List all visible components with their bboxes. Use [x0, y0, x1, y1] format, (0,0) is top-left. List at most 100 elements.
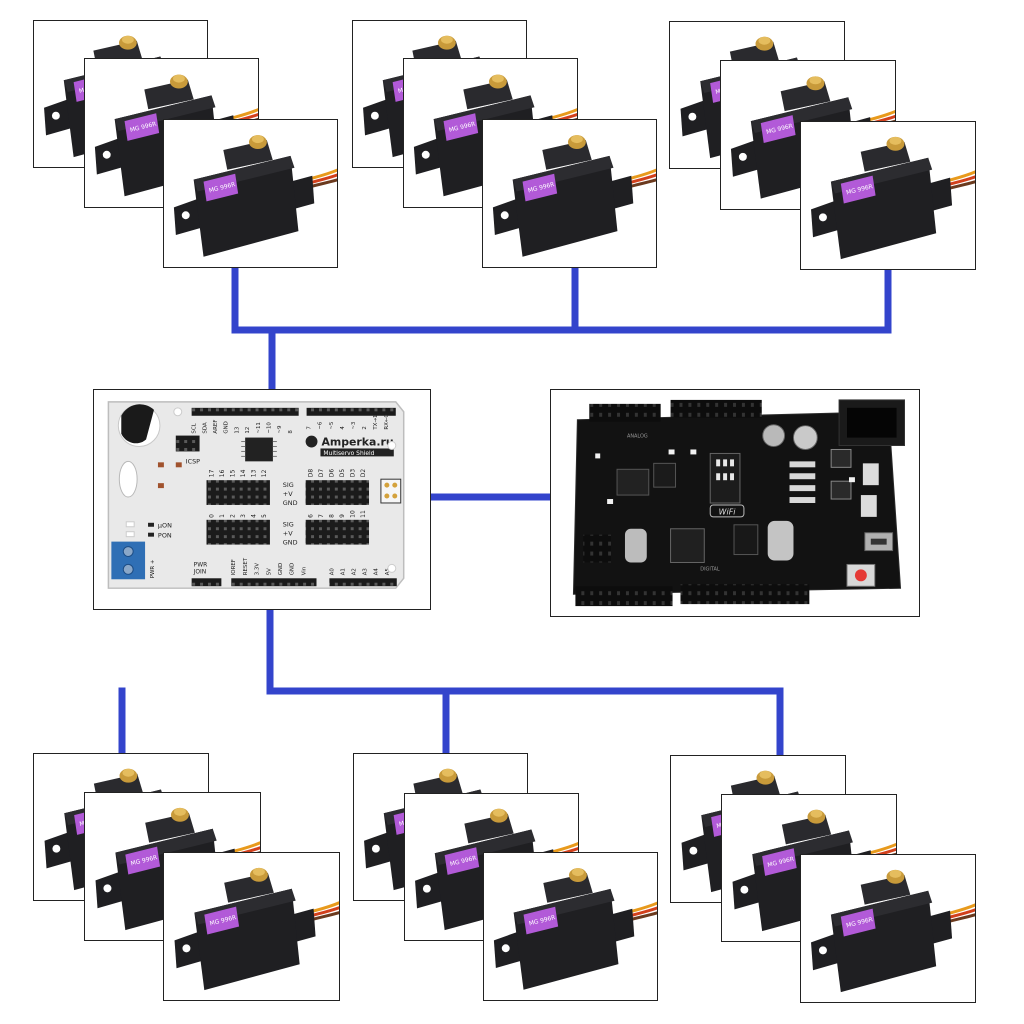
- pin-label: RESET: [243, 557, 249, 575]
- crystal: [624, 528, 647, 563]
- servo-motor-icon: MG 996R: [811, 136, 975, 260]
- pin-label: D5: [339, 469, 346, 478]
- brand-label: Amperka.ru: [321, 435, 393, 448]
- header-top-left: [191, 407, 299, 416]
- pin-label: D7: [318, 469, 325, 478]
- wire: [266, 607, 784, 761]
- pin-label: GND: [278, 563, 284, 575]
- pin-label: ~10: [267, 422, 273, 434]
- shield-chip: [245, 437, 273, 462]
- pin-label: D3: [350, 469, 357, 478]
- capacitor-icon: [792, 425, 818, 450]
- servo-card: MG 996R: [800, 854, 976, 1003]
- sig-label: +V: [283, 530, 293, 538]
- servo-pins-bottom-left: [206, 519, 270, 545]
- pin-label: GND: [290, 563, 296, 575]
- pin-label: 0: [208, 514, 215, 518]
- pin-label: 17: [208, 469, 215, 477]
- servo-card: MG 996R: [483, 852, 658, 1001]
- pin-label: 7: [318, 514, 325, 518]
- mcu-header-top-left: [589, 403, 661, 422]
- pin-label: 10: [350, 510, 357, 518]
- pin-label: TX→1: [373, 415, 379, 431]
- servo-motor-icon: MG 996R: [493, 868, 657, 990]
- pwr-join-jumper: [191, 578, 222, 587]
- capacitor-icon: [762, 424, 786, 447]
- servo-motor-icon: MG 996R: [811, 869, 975, 993]
- analog-header: [329, 578, 397, 587]
- pin-label: 13: [250, 469, 257, 477]
- pin-label: D8: [308, 469, 315, 478]
- pin-label: A0: [329, 568, 335, 576]
- pin-label: 4: [250, 514, 257, 518]
- pin-label: 4: [340, 426, 346, 430]
- pin-label: 5: [261, 514, 268, 518]
- servo-card: MG 996R: [482, 119, 657, 268]
- mcu-header-bottom-left: [575, 586, 673, 607]
- icsp-header: [175, 435, 200, 452]
- pin-label: 1: [219, 514, 226, 518]
- servo-card: MG 996R: [163, 852, 340, 1001]
- sig-label: +V: [283, 490, 293, 498]
- servo-card: MG 996R: [163, 119, 338, 268]
- pin-label: 14: [240, 469, 247, 477]
- pwr-join-label-1: PWR: [194, 561, 208, 568]
- header-top-right: [306, 407, 396, 416]
- pin-label: A5: [385, 568, 391, 575]
- pin-label: A1: [340, 568, 346, 575]
- pin-label: 3: [240, 514, 247, 518]
- pin-label: RX←0: [384, 414, 390, 430]
- pin-label: A2: [352, 568, 358, 575]
- mcu-header-bottom-right: [680, 584, 810, 605]
- pin-label: 12: [245, 427, 251, 434]
- pin-label: SDA: [202, 422, 208, 434]
- pin-label: ~11: [256, 422, 262, 433]
- pin-label: 8: [288, 430, 294, 434]
- sig-label: GND: [283, 539, 298, 547]
- pin-label: SCL: [192, 423, 198, 433]
- pin-label: GND: [224, 421, 230, 433]
- pin-label: 6: [308, 514, 315, 518]
- pwr-join-label-2: JOIN: [193, 568, 207, 575]
- mcu-header-top-right: [670, 399, 762, 418]
- pin-label: 9: [339, 514, 346, 518]
- servo-card: MG 996R: [800, 121, 976, 270]
- servo-motor-icon: MG 996R: [492, 135, 656, 257]
- servo-motor-icon: MG 996R: [174, 867, 339, 991]
- pin-label: 16: [219, 469, 226, 477]
- sig-label: SIG: [283, 521, 294, 529]
- wifi-arduino-board-photo: WiFi ANALOG DIGITAL: [550, 389, 920, 617]
- pin-label: IOREF: [231, 559, 237, 575]
- servo-pins-top-left: [206, 480, 270, 505]
- sig-label: SIG: [283, 481, 294, 489]
- crystal: [767, 520, 794, 561]
- wire: [231, 263, 892, 334]
- pin-label: 3.3V: [255, 563, 261, 576]
- coin-cell-icon: [121, 404, 154, 444]
- pin-label: Vin: [301, 567, 307, 576]
- pwr-label: PWR +: [150, 560, 156, 579]
- sig-label: GND: [283, 499, 298, 507]
- product-label: Multiservo Shield: [323, 450, 374, 457]
- mounting-slot: [118, 460, 138, 498]
- servo-pins-top-right: [305, 480, 370, 505]
- mcu-icsp-header: [583, 534, 612, 563]
- pin-label: ~5: [329, 422, 335, 430]
- pin-label: 15: [229, 469, 236, 477]
- amperka-logo-icon: [305, 435, 318, 448]
- pin-label: 11: [360, 510, 367, 518]
- pin-label: 8: [329, 514, 336, 518]
- pin-label: 13: [234, 426, 240, 433]
- wifi-label: WiFi: [719, 507, 737, 516]
- atmega-chip: [670, 528, 705, 563]
- pin-label: D2: [360, 469, 367, 478]
- servo-motor-icon: MG 996R: [173, 135, 337, 257]
- ch340-chip: [616, 468, 650, 496]
- digital-label: DIGITAL: [700, 566, 720, 572]
- servo-pins-bottom-right: [305, 519, 370, 545]
- pin-label: 2: [362, 426, 368, 429]
